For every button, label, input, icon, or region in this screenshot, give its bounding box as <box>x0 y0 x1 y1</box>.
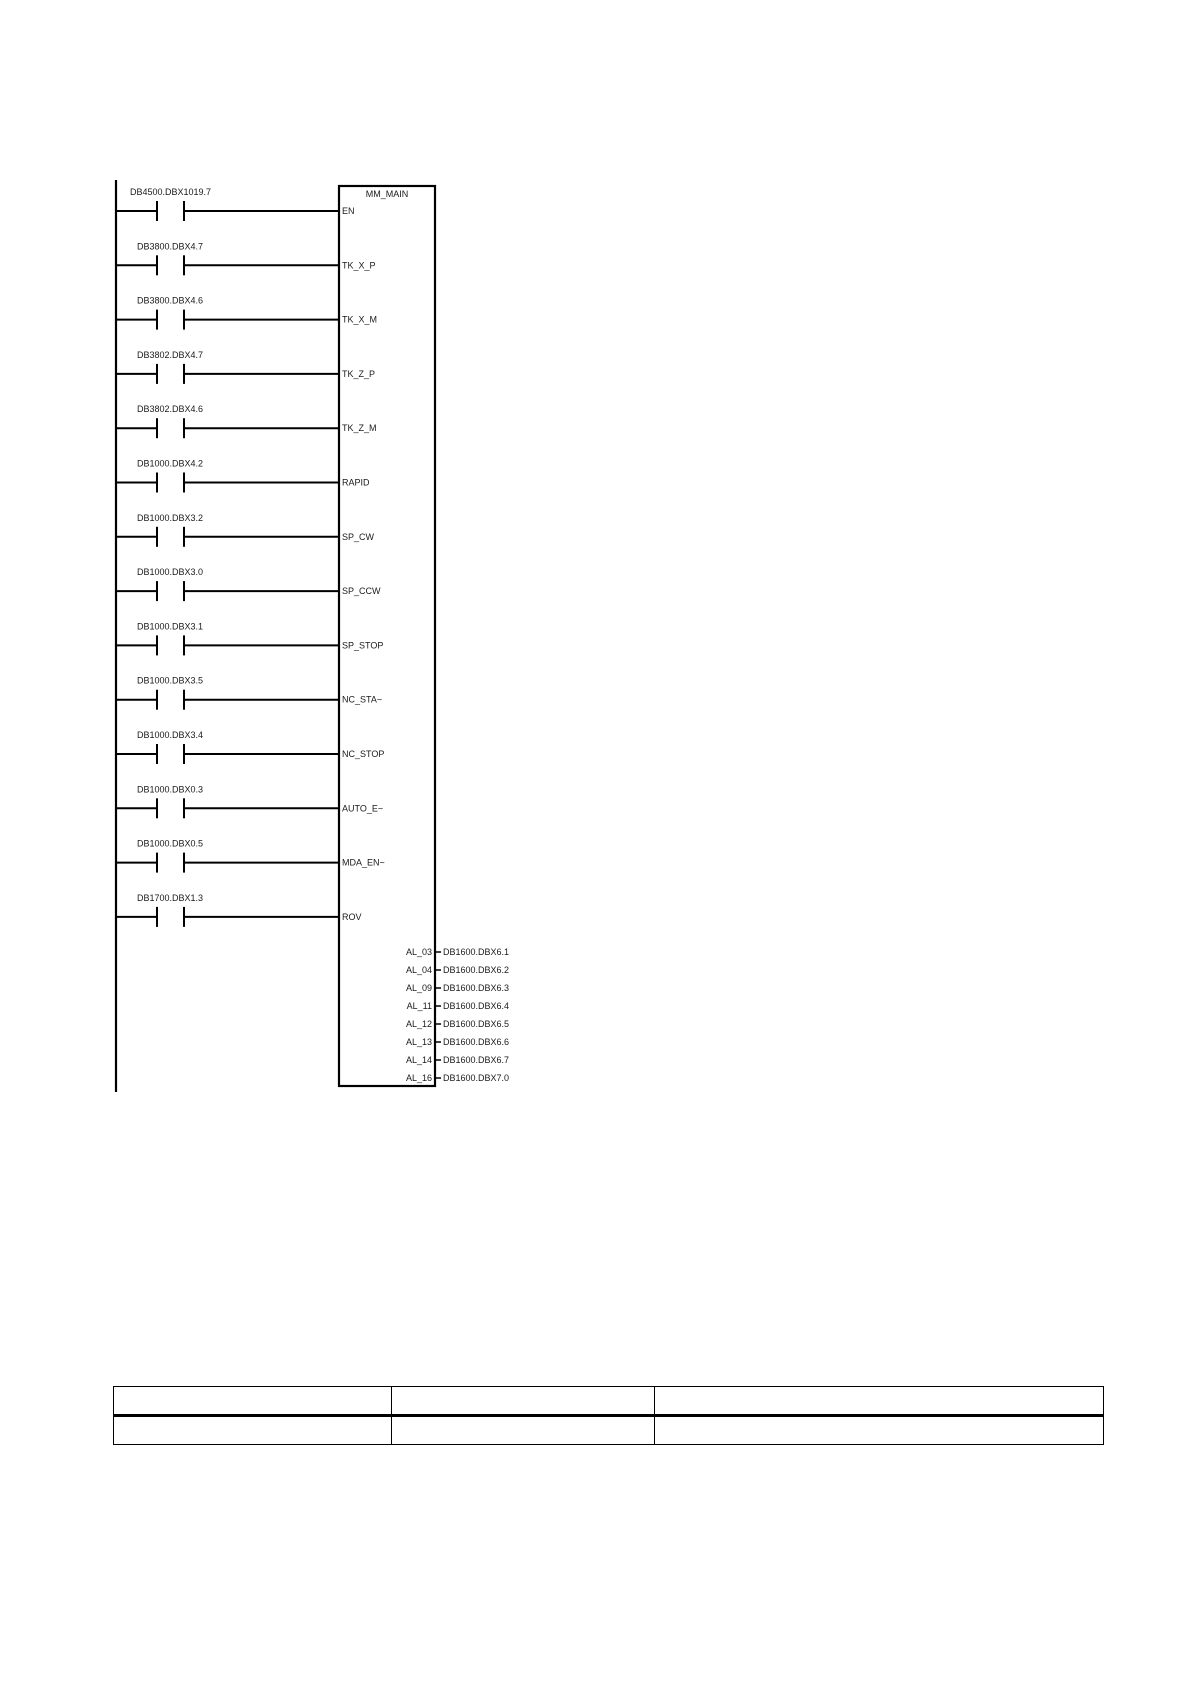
input-pin-label: TK_Z_P <box>342 369 375 379</box>
output-address: DB1600.DBX7.0 <box>443 1073 509 1083</box>
output-address: DB1600.DBX6.2 <box>443 965 509 975</box>
output-address: DB1600.DBX6.5 <box>443 1019 509 1029</box>
output-row: AL_04 DB1600.DBX6.2 <box>406 965 509 975</box>
table-cell <box>391 1415 655 1445</box>
input-pin-label: EN <box>342 206 355 216</box>
output-pin-label: AL_14 <box>406 1055 432 1065</box>
output-row: AL_16 DB1600.DBX7.0 <box>406 1073 509 1083</box>
input-pin-label: SP_CW <box>342 532 375 542</box>
rungs-group: DB4500.DBX1019.7ENDB3800.DBX4.7TK_X_PDB3… <box>116 187 385 927</box>
contact-address: DB1000.DBX3.5 <box>137 676 203 686</box>
block-name: MM_MAIN <box>366 189 409 199</box>
table-cell <box>391 1386 655 1417</box>
rung: DB3802.DBX4.7TK_Z_P <box>116 350 375 384</box>
rung: DB1000.DBX3.1SP_STOP <box>116 621 383 656</box>
input-pin-label: NC_STOP <box>342 749 384 759</box>
input-pin-label: TK_Z_M <box>342 423 377 433</box>
output-address: DB1600.DBX6.3 <box>443 983 509 993</box>
rung: DB3802.DBX4.6TK_Z_M <box>116 404 377 439</box>
input-pin-label: SP_STOP <box>342 640 383 650</box>
output-row: AL_14 DB1600.DBX6.7 <box>406 1055 509 1065</box>
output-pin-label: AL_09 <box>406 983 432 993</box>
empty-table <box>113 1386 1104 1445</box>
contact-address: DB3802.DBX4.6 <box>137 404 203 414</box>
contact-address: DB1000.DBX3.4 <box>137 730 203 740</box>
contact-address: DB3802.DBX4.7 <box>137 350 203 360</box>
contact-address: DB1000.DBX0.3 <box>137 784 203 794</box>
rung: DB3800.DBX4.6TK_X_M <box>116 296 377 330</box>
input-pin-label: MDA_EN~ <box>342 858 385 868</box>
input-pin-label: NC_STA~ <box>342 695 382 705</box>
output-row: AL_12 DB1600.DBX6.5 <box>406 1019 509 1029</box>
output-row: AL_09 DB1600.DBX6.3 <box>406 983 509 993</box>
output-pin-label: AL_03 <box>406 947 432 957</box>
table-row <box>113 1415 1104 1445</box>
contact-address: DB1000.DBX3.1 <box>137 621 203 631</box>
rung: DB1000.DBX3.2SP_CW <box>116 513 375 547</box>
output-address: DB1600.DBX6.6 <box>443 1037 509 1047</box>
input-pin-label: TK_X_M <box>342 315 377 325</box>
output-row: AL_11 DB1600.DBX6.4 <box>407 1001 509 1011</box>
ladder-diagram: MM_MAIN DB4500.DBX1019.7EN DB3800.DBX4.7T… <box>114 180 509 1092</box>
contact-address: DB1000.DBX0.5 <box>137 839 203 849</box>
input-pin-label: AUTO_E~ <box>342 803 383 813</box>
table-cell <box>654 1415 1104 1445</box>
table-cell <box>113 1386 392 1417</box>
rung: DB1000.DBX3.4NC_STOP <box>116 730 384 764</box>
output-pin-label: AL_13 <box>406 1037 432 1047</box>
rung: DB1000.DBX3.0SP_CCW <box>116 567 381 602</box>
table-row <box>113 1386 1104 1417</box>
output-pin-label: AL_16 <box>406 1073 432 1083</box>
rung: DB3800.DBX4.7TK_X_P <box>116 241 376 276</box>
input-pin-label: RAPID <box>342 478 370 488</box>
output-address: DB1600.DBX6.4 <box>443 1001 509 1011</box>
table-cell <box>113 1415 392 1445</box>
input-pin-label: TK_X_P <box>342 260 376 270</box>
contact-address: DB3800.DBX4.7 <box>137 241 203 251</box>
rung: DB4500.DBX1019.7EN <box>116 187 355 221</box>
rung: DB1000.DBX3.5NC_STA~ <box>116 676 382 710</box>
contact-address: DB1700.DBX1.3 <box>137 893 203 903</box>
table-cell <box>654 1386 1104 1417</box>
output-pin-label: AL_12 <box>406 1019 432 1029</box>
input-pin-label: SP_CCW <box>342 586 381 596</box>
contact-address: DB1000.DBX3.0 <box>137 567 203 577</box>
contact-address: DB1000.DBX4.2 <box>137 459 203 469</box>
output-pin-label: AL_04 <box>406 965 432 975</box>
input-pin-label: ROV <box>342 912 362 922</box>
output-row: AL_03 DB1600.DBX6.1 <box>406 947 509 957</box>
function-block <box>337 184 437 1088</box>
output-row: AL_13 DB1600.DBX6.6 <box>406 1037 509 1047</box>
contact-address: DB4500.DBX1019.7 <box>130 187 211 197</box>
contact-address: DB1000.DBX3.2 <box>137 513 203 523</box>
output-address: DB1600.DBX6.1 <box>443 947 509 957</box>
contact-address: DB3800.DBX4.6 <box>137 296 203 306</box>
output-pin-label: AL_11 <box>407 1001 432 1011</box>
output-address: DB1600.DBX6.7 <box>443 1055 509 1065</box>
